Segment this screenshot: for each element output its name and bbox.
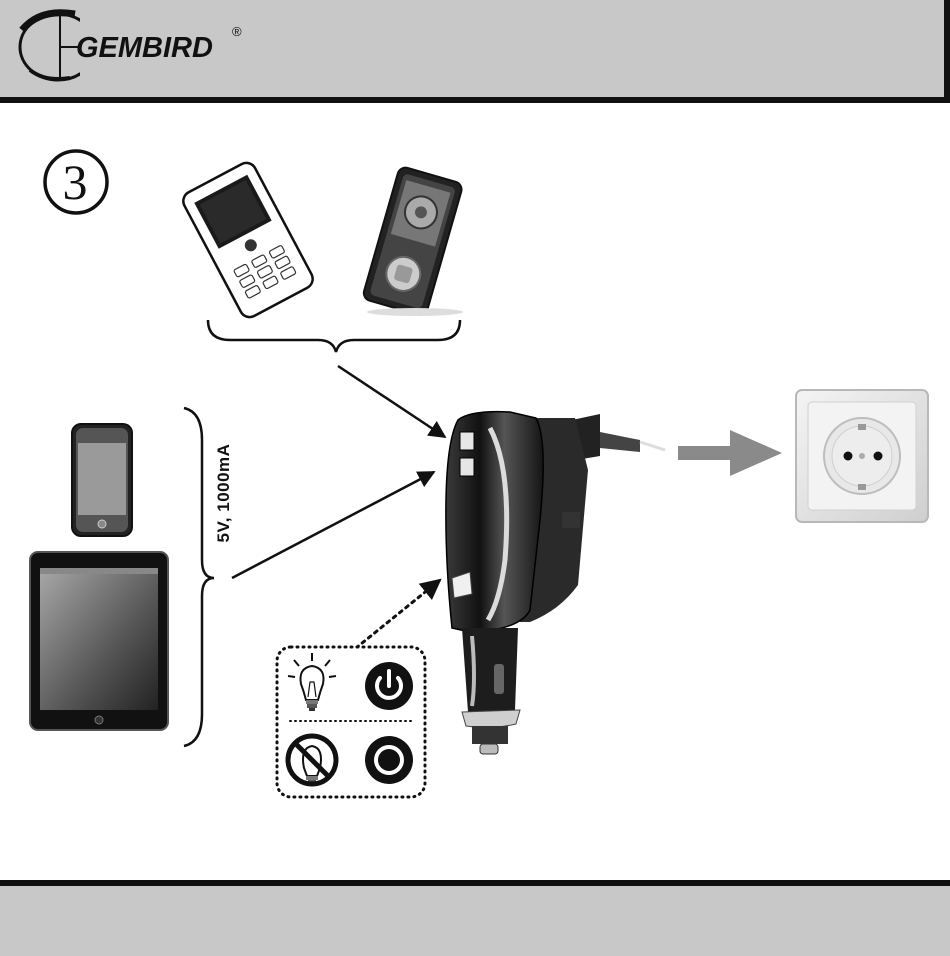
arrow-devices-to-charger [338, 366, 445, 437]
arrow-tablets-to-charger [232, 472, 434, 578]
arrow-indicator-to-charger [356, 580, 440, 648]
mobile-phone-icon [180, 159, 316, 320]
footer-bar [0, 880, 950, 956]
mp3-player-icon [362, 166, 463, 317]
output-spec-label: 5V, 1000mA [214, 444, 234, 543]
spec-bracket [184, 408, 214, 746]
car-charger-adapter [446, 412, 665, 754]
tablet-icon [30, 552, 168, 730]
smartphone-icon [72, 424, 132, 536]
wall-socket-icon [796, 390, 928, 522]
power-off-icon [365, 736, 413, 784]
power-on-icon [365, 662, 413, 710]
arrow-charger-to-socket [678, 430, 782, 476]
device-group-bracket [208, 320, 460, 352]
